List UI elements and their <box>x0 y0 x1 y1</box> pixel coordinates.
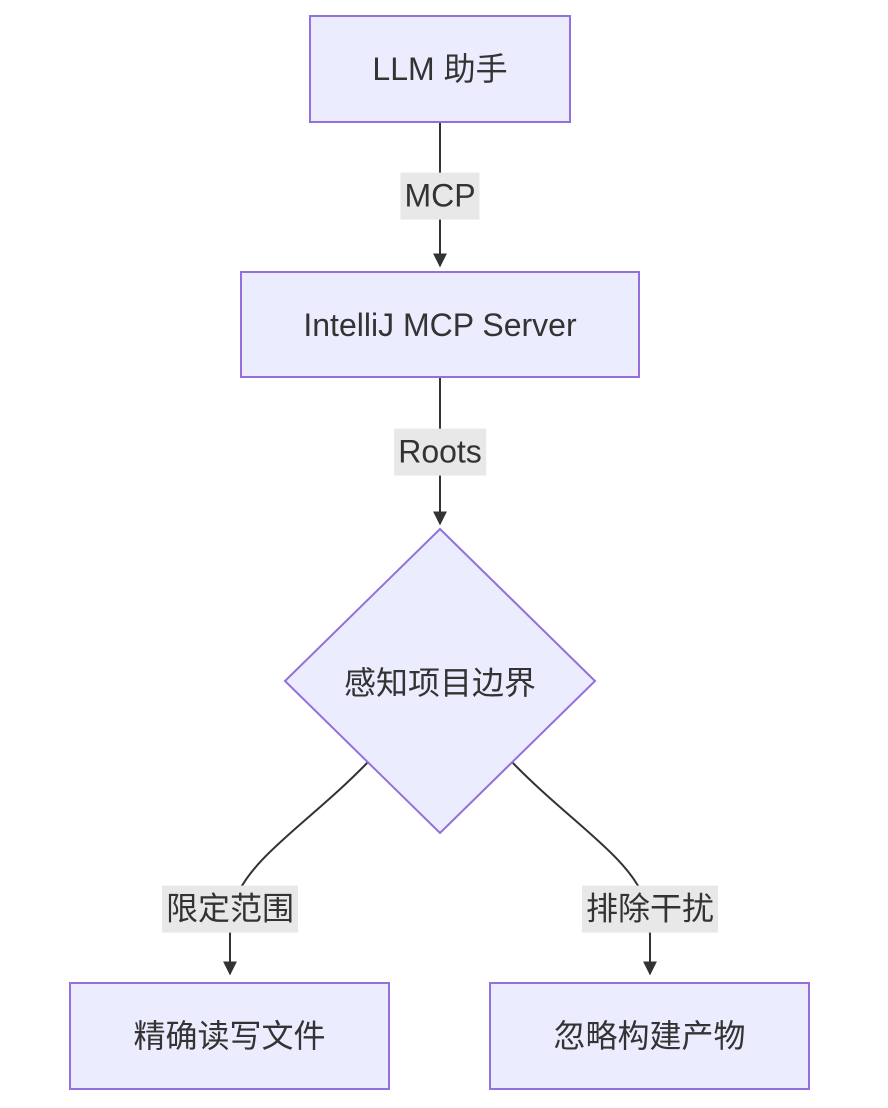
node-decision-diamond-shape <box>283 527 597 835</box>
node-decision-label: 感知项目边界 <box>343 665 537 701</box>
edge-label-roots: Roots <box>394 428 486 476</box>
edge-decision-to-read <box>223 761 369 976</box>
node-intellij-mcp-server-label: IntelliJ MCP Server <box>303 306 577 343</box>
node-ignore-build-artifacts: 忽略构建产物 <box>489 982 810 1090</box>
edge-label-limit-scope: 限定范围 <box>161 885 299 933</box>
node-read-write-files: 精确读写文件 <box>69 982 390 1090</box>
node-llm-assistant-label: LLM 助手 <box>372 51 508 87</box>
node-ignore-build-artifacts-label: 忽略构建产物 <box>553 1018 746 1054</box>
node-intellij-mcp-server: IntelliJ MCP Server <box>240 271 640 378</box>
node-read-write-files-label: 精确读写文件 <box>133 1018 326 1054</box>
node-llm-assistant: LLM 助手 <box>309 15 571 123</box>
edge-label-exclude-interference: 排除干扰 <box>581 885 719 933</box>
edge-decision-to-ignore <box>511 761 657 976</box>
edge-label-mcp: MCP <box>400 172 480 220</box>
